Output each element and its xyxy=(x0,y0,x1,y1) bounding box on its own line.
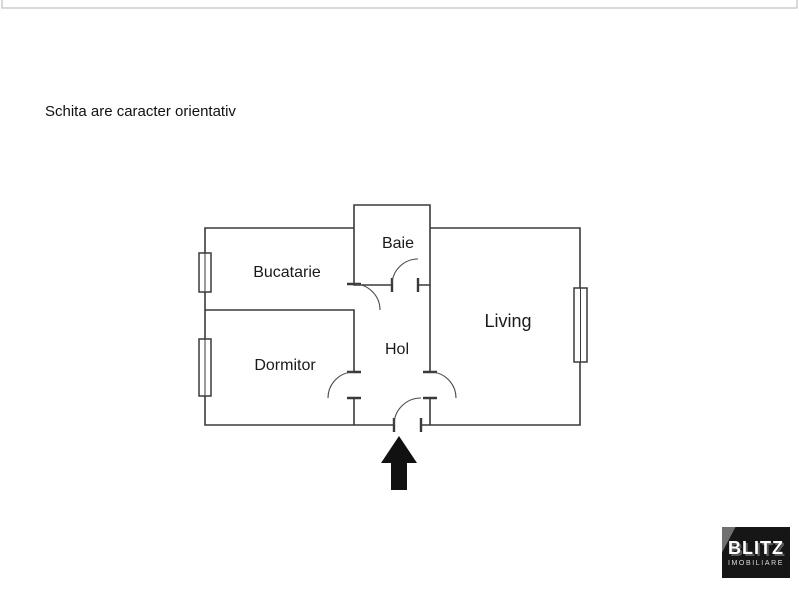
blitz-logo-brand: BLITZ xyxy=(728,537,784,558)
room-label-hol: Hol xyxy=(385,341,409,358)
window-living xyxy=(573,287,588,363)
room-label-living: Living xyxy=(484,311,531,331)
window-dormitor xyxy=(198,338,212,397)
blitz-logo: BLITZ IMOBILIARE xyxy=(722,527,790,578)
blitz-logo-tagline: IMOBILIARE xyxy=(727,559,785,567)
room-label-baie: Baie xyxy=(382,235,414,252)
disclaimer-text: Schita are caracter orientativ xyxy=(45,103,236,120)
window-bucatarie xyxy=(198,252,212,293)
room-labels: Bucatarie Baie Dormitor Hol Living xyxy=(253,235,531,374)
door-arcs xyxy=(327,258,457,426)
entrance-arrow-icon xyxy=(381,436,417,490)
room-label-dormitor: Dormitor xyxy=(254,357,316,374)
room-label-bucatarie: Bucatarie xyxy=(253,264,321,281)
top-frame-line xyxy=(1,0,798,9)
